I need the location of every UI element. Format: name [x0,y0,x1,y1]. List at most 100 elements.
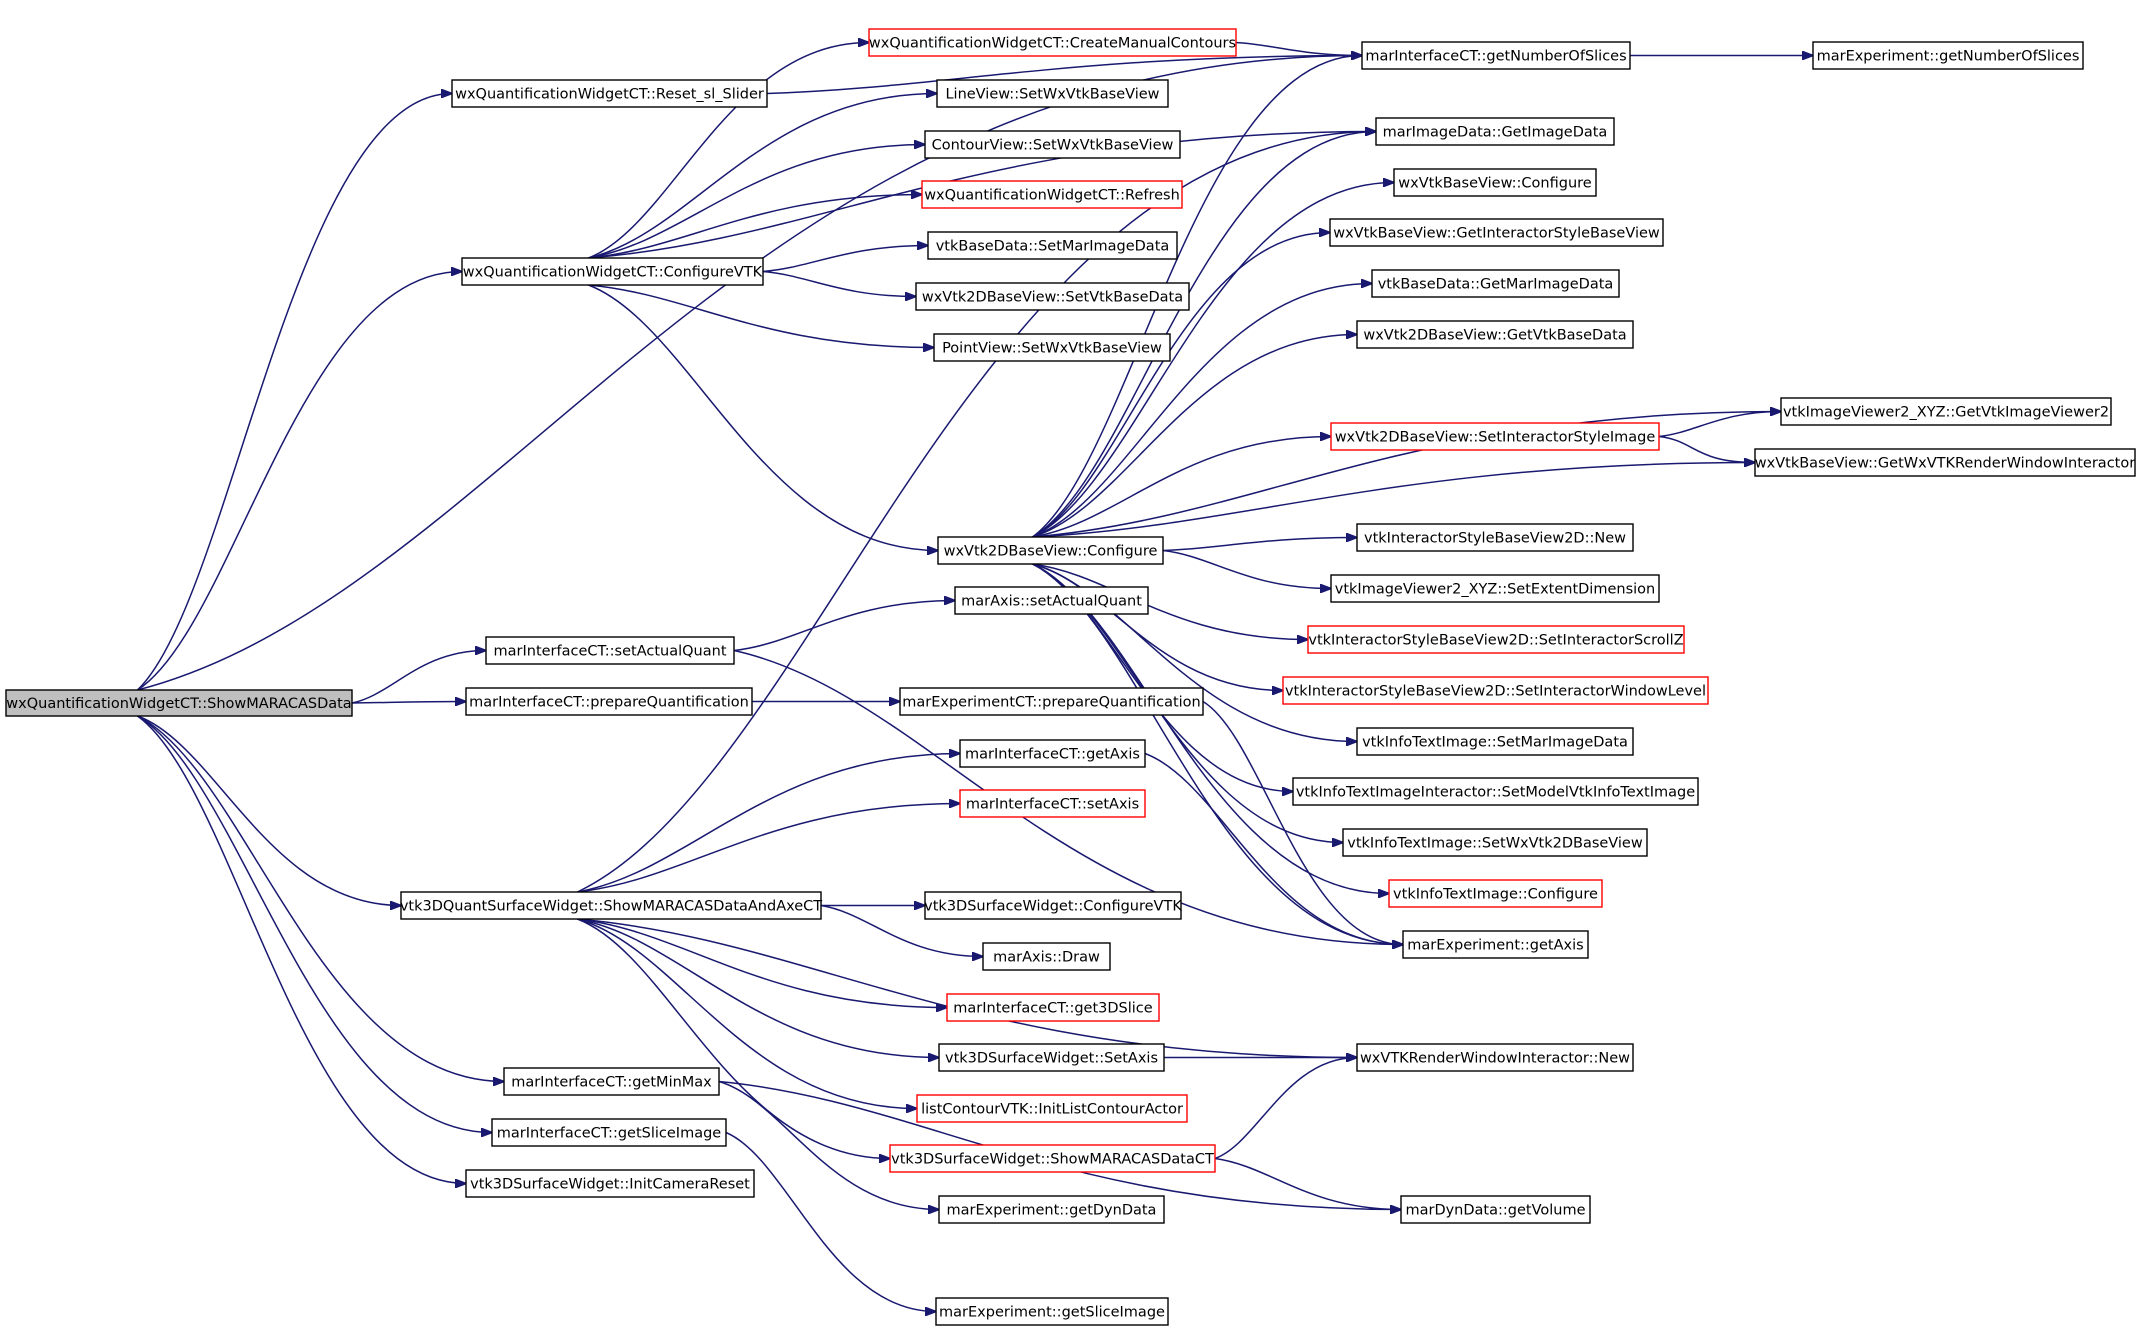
node-marinterfacect-getsliceimage[interactable]: marInterfaceCT::getSliceImage [491,1118,727,1147]
edge-cfgvtk-to-contview [588,145,925,259]
node-wxquantificationwidgetct-showmaracasdata[interactable]: wxQuantificationWidgetCT::ShowMARACASDat… [5,689,353,717]
node-box [1282,676,1709,705]
node-label: wxVtk2DBaseView::SetInteractorStyleImage [1335,430,1656,446]
node-marexperiment-getdyndata[interactable]: marExperiment::getDynData [938,1195,1165,1224]
node-vtkinteractorstylebaseview2d-setinteractorscrollz[interactable]: vtkInteractorStyleBaseView2D::SetInterac… [1307,625,1685,654]
edge-wx2dcfg-to-setext [1162,549,1331,589]
node-wxvtkrenderwindowinteractor-new[interactable]: wxVTKRenderWindowInteractor::New [1356,1043,1634,1072]
node-box [921,180,1183,209]
node-label: vtkBaseData::SetMarImageData [936,239,1170,255]
node-marexperiment-getaxis[interactable]: marExperiment::getAxis [1402,930,1589,959]
node-vtk3dsurfacewidget-showmaracasdatact[interactable]: vtk3DSurfaceWidget::ShowMARACASDataCT [889,1144,1216,1173]
node-lineview-setwxvtkbaseview[interactable]: LineView::SetWxVtkBaseView [936,79,1169,108]
node-box [889,1144,1216,1173]
node-maraxis-draw[interactable]: marAxis::Draw [982,942,1111,971]
edge-reset-to-numslices [766,56,1362,95]
edge-root-to-cfgvtk [137,272,462,691]
node-vtk3dquantsurfacewidget-showmaracasdataandaxect[interactable]: vtk3DQuantSurfaceWidget::ShowMARACASData… [400,891,822,920]
node-vtkinteractorstylebaseview2d-new[interactable]: vtkInteractorStyleBaseView2D::New [1356,523,1634,552]
node-wxvtk2dbaseview-setinteractorstyleimage[interactable]: wxVtk2DBaseView::SetInteractorStyleImage [1330,422,1660,451]
node-label: vtkInteractorStyleBaseView2D::SetInterac… [1285,684,1706,700]
node-box [935,1297,1169,1326]
edge-wx2dcfg-to-isbv2dnew [1162,538,1357,552]
node-label: vtk3DSurfaceWidget::SetAxis [945,1051,1158,1067]
node-label: vtkImageViewer2_XYZ::SetExtentDimension [1335,582,1655,598]
node-layer: wxQuantificationWidgetCT::ShowMARACASDat… [5,28,2136,1326]
node-vtkinfotextimageinteractor-setmodelvtkinfotextimage[interactable]: vtkInfoTextImageInteractor::SetModelVtkI… [1292,777,1699,806]
node-marexperimentct-preparequantification[interactable]: marExperimentCT::prepareQuantification [899,687,1204,716]
edge-show3d-to-getaxis [577,754,960,893]
edge-cfgvtk-to-wx2dsetvbd [762,270,916,297]
node-box [982,942,1111,971]
node-box [451,79,768,108]
node-wxvtk2dbaseview-setvtkbasedata[interactable]: wxVtk2DBaseView::SetVtkBaseData [915,282,1190,311]
node-marinterfacect-preparequantification[interactable]: marInterfaceCT::prepareQuantification [465,687,753,716]
node-label: vtkImageViewer2_XYZ::GetVtkImageViewer2 [1783,405,2109,421]
node-listcontourvtk-initlistcontouractor[interactable]: listContourVTK::InitListContourActor [916,1094,1188,1123]
edge-slimg-to-expslimg [725,1131,936,1312]
edge-show3d-to-sfshowct [577,918,890,1159]
node-vtkinteractorstylebaseview2d-setinteractorwindowlevel[interactable]: vtkInteractorStyleBaseView2D::SetInterac… [1282,676,1709,705]
node-wxquantificationwidgetct-configurevtk[interactable]: wxQuantificationWidgetCT::ConfigureVTK [461,257,764,286]
node-box [1375,117,1615,146]
node-mardyndata-getvolume[interactable]: marDynData::getVolume [1400,1195,1591,1224]
node-marinterfacect-getaxis[interactable]: marInterfaceCT::getAxis [959,739,1146,768]
node-vtkinfotextimage-setwxvtk2dbaseview[interactable]: vtkInfoTextImage::SetWxVtk2DBaseView [1342,828,1648,857]
node-label: vtk3DQuantSurfaceWidget::ShowMARACASData… [400,899,822,915]
node-wxvtk2dbaseview-configure[interactable]: wxVtk2DBaseView::Configure [937,536,1164,565]
node-label: wxQuantificationWidgetCT::ConfigureVTK [463,265,763,281]
node-vtkbasedata-setmarimagedata[interactable]: vtkBaseData::SetMarImageData [927,231,1178,260]
edge-cfgvtk-to-wx2dcfg [588,284,938,551]
node-box [938,1043,1165,1072]
node-wxvtkbaseview-getwxvtkrenderwindowinteractor[interactable]: wxVtkBaseView::GetWxVTKRenderWindowInter… [1754,448,2136,477]
node-wxquantificationwidgetct-reset-sl-slider[interactable]: wxQuantificationWidgetCT::Reset_sl_Slide… [451,79,768,108]
edge-sfshowct-to-dynvol [1214,1157,1401,1210]
edge-createmc-to-numslices [1235,41,1362,56]
node-vtkinfotextimage-setmarimagedata[interactable]: vtkInfoTextImage::SetMarImageData [1356,727,1634,756]
node-vtk3dsurfacewidget-setaxis[interactable]: vtk3DSurfaceWidget::SetAxis [938,1043,1165,1072]
edge-show3d-to-setaxis [577,804,960,893]
node-marinterfacect-setaxis[interactable]: marInterfaceCT::setAxis [959,789,1146,818]
node-label: wxVtkBaseView::Configure [1398,176,1591,192]
node-vtkinfotextimage-configure[interactable]: vtkInfoTextImage::Configure [1388,879,1603,908]
node-pointview-setwxvtkbaseview[interactable]: PointView::SetWxVtkBaseView [933,333,1171,362]
node-label: vtk3DSurfaceWidget::ConfigureVTK [924,899,1182,915]
node-marexperiment-getnumberofslices[interactable]: marExperiment::getNumberOfSlices [1812,41,2084,70]
node-marexperiment-getsliceimage[interactable]: marExperiment::getSliceImage [935,1297,1169,1326]
edge-root-to-slimg [137,715,492,1133]
node-wxvtkbaseview-getinteractorstylebaseview[interactable]: wxVtkBaseView::GetInteractorStyleBaseVie… [1329,218,1664,247]
node-maraxis-setactualquant[interactable]: marAxis::setActualQuant [954,586,1149,615]
edge-cfgvtk-to-lineview [588,94,937,259]
node-wxquantificationwidgetct-createmanualcontours[interactable]: wxQuantificationWidgetCT::CreateManualCo… [868,28,1237,57]
edge-wx2dcfg-to-setisimg [1032,437,1332,538]
node-vtk3dsurfacewidget-configurevtk[interactable]: vtk3DSurfaceWidget::ConfigureVTK [924,891,1182,920]
node-box [491,1118,727,1147]
edge-root-to-setaq [351,651,486,704]
node-vtkbasedata-getmarimagedata[interactable]: vtkBaseData::GetMarImageData [1371,269,1620,298]
node-box [959,739,1146,768]
node-box [1307,625,1685,654]
node-wxvtk2dbaseview-getvtkbasedata[interactable]: wxVtk2DBaseView::GetVtkBaseData [1356,320,1634,349]
node-label: vtkInteractorStyleBaseView2D::New [1364,531,1626,547]
node-box [938,1195,1165,1224]
node-label: marExperimentCT::prepareQuantification [902,695,1201,711]
node-marinterfacect-getminmax[interactable]: marInterfaceCT::getMinMax [503,1067,720,1096]
node-label: wxQuantificationWidgetCT::CreateManualCo… [869,36,1236,52]
node-marimagedata-getimagedata[interactable]: marImageData::GetImageData [1375,117,1615,146]
node-box [1330,422,1660,451]
node-contourview-setwxvtkbaseview[interactable]: ContourView::SetWxVtkBaseView [924,130,1181,159]
node-wxquantificationwidgetct-refresh[interactable]: wxQuantificationWidgetCT::Refresh [921,180,1183,209]
node-vtkimageviewer2-xyz-setextentdimension[interactable]: vtkImageViewer2_XYZ::SetExtentDimension [1330,574,1660,603]
node-box [1361,41,1631,70]
node-box [1292,777,1699,806]
edge-layer [136,41,1813,1312]
node-marinterfacect-get3dslice[interactable]: marInterfaceCT::get3DSlice [946,993,1160,1022]
node-box [899,687,1204,716]
node-marinterfacect-getnumberofslices[interactable]: marInterfaceCT::getNumberOfSlices [1361,41,1631,70]
node-vtk3dsurfacewidget-initcamerareset[interactable]: vtk3DSurfaceWidget::InitCameraReset [465,1169,755,1198]
node-vtkimageviewer2-xyz-getvtkimageviewer2[interactable]: vtkImageViewer2_XYZ::GetVtkImageViewer2 [1780,397,2112,426]
node-label: wxVtkBaseView::GetWxVTKRenderWindowInter… [1755,456,2135,472]
node-marinterfacect-setactualquant[interactable]: marInterfaceCT::setActualQuant [485,636,735,665]
node-label: marInterfaceCT::prepareQuantification [469,695,749,711]
node-wxvtkbaseview-configure[interactable]: wxVtkBaseView::Configure [1393,168,1597,197]
